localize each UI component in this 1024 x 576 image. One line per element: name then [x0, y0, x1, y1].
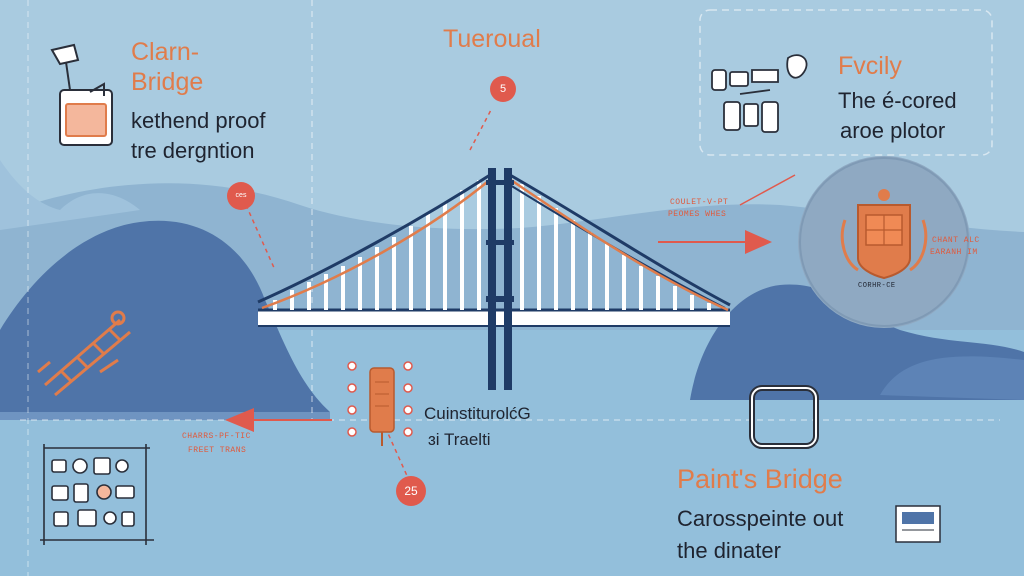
note-left-lower-1: CHARRS-PF-TIC: [182, 432, 251, 441]
note-right-upper-2: PEOMES WHES: [668, 210, 727, 219]
note-badge-caption: CORHR-CE: [858, 282, 896, 290]
note-right-lower-1: CHANT ALC: [932, 236, 980, 245]
far-hills-left: [0, 160, 140, 230]
arrow-left-icon: [225, 408, 332, 432]
arrow-right-icon: [658, 230, 772, 254]
orange-ladder-icon: [37, 310, 131, 397]
marker-top: 5: [490, 76, 516, 102]
center-line1: CuinstiturolćG: [424, 404, 531, 423]
right-title: Fvcily: [838, 52, 902, 80]
crest-badge-icon: [798, 156, 970, 328]
right-body-line2: aroe plotor: [840, 118, 946, 143]
marker-bottom: 25: [396, 476, 426, 506]
top-title: Tueroual: [443, 25, 541, 53]
left-title-line2: Bridge: [131, 68, 204, 96]
left-body-line1: kethend proof: [131, 108, 266, 133]
tag-device-icon: [347, 361, 413, 446]
bottom-right-title: Paint's Bridge: [677, 464, 843, 494]
frame-icon: [749, 385, 819, 449]
appliance-grid-icon: [40, 444, 154, 545]
right-hill-foreground: [880, 356, 1024, 400]
note-right-upper-1: COULET-V-PT: [670, 198, 729, 207]
note-left-lower-2: FREET TRANS: [188, 446, 247, 455]
marker-left: ces: [227, 182, 255, 210]
right-body-line1: The é-cored: [838, 88, 957, 113]
bottom-right-body-line1: Carosspeinte out: [677, 506, 844, 531]
center-line2: ɜi Traelti: [428, 430, 491, 449]
desk-lamp-icon: [50, 43, 113, 146]
bottom-right-body-line2: the dinater: [677, 538, 781, 563]
tool-cluster-icon: [711, 54, 808, 133]
small-badge-icon: [895, 505, 941, 543]
note-right-lower-2: EARANH IM: [930, 248, 978, 257]
left-hill-shadow: [0, 412, 330, 420]
left-body-line2: tre dergntion: [131, 138, 255, 163]
bridge-illustration: [257, 168, 731, 390]
left-title-line1: Clarn-: [131, 38, 200, 66]
